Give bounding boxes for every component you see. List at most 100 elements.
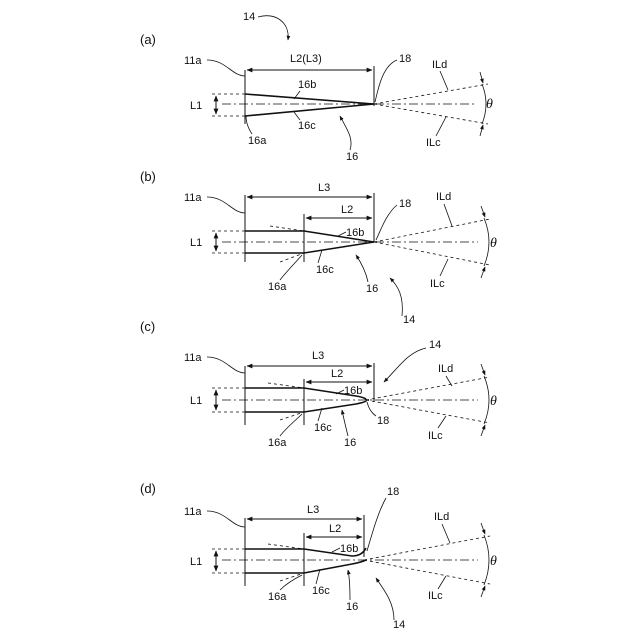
label-angle: θ <box>486 97 493 112</box>
label-upper-edge: 16b <box>346 227 364 239</box>
label-corner: 16a <box>248 135 267 147</box>
panel-b: (b) 11a L3 L2 L1 θ 16b 16c <box>140 169 497 326</box>
label-face: 11a <box>184 55 202 67</box>
assembly-arrow <box>258 16 288 40</box>
body-arrow <box>340 116 351 150</box>
ray-upper <box>374 219 490 242</box>
label-angle: θ <box>490 236 497 251</box>
edge-lower <box>304 560 366 573</box>
label-tip: 18 <box>399 198 411 210</box>
label-span-inner: L2 <box>341 204 353 216</box>
label-body: 16 <box>344 437 356 449</box>
label-ray-lower: ILc <box>430 278 445 290</box>
panel-d: (d) 11a L3 L2 L1 θ 16b 16c 16a <box>140 481 497 631</box>
label-width: L1 <box>190 395 202 407</box>
label-width: L1 <box>190 556 202 568</box>
label-span-inner: L2 <box>329 523 341 535</box>
edge-lower-extension <box>280 253 304 262</box>
angle-arc <box>484 376 489 424</box>
label-tip: 18 <box>399 53 411 65</box>
face-leader <box>207 357 245 373</box>
label-angle: θ <box>490 554 497 569</box>
label-span-outer: L3 <box>318 182 330 194</box>
label-assembly: 14 <box>429 339 441 351</box>
label-assembly: 14 <box>393 619 405 631</box>
label-width: L1 <box>190 100 202 112</box>
ray-lower <box>364 560 490 584</box>
body-arrow <box>342 410 348 436</box>
lower-edge-leader <box>294 112 300 120</box>
label-upper-edge: 16b <box>298 79 316 91</box>
body-arrow <box>356 255 368 282</box>
label-ray-upper: ILd <box>434 511 449 523</box>
label-ray-lower: ILc <box>428 430 443 442</box>
label-ray-lower: ILc <box>426 137 441 149</box>
panel-label: (b) <box>140 169 156 184</box>
ray-upper-leader <box>444 204 452 226</box>
label-face: 11a <box>184 352 202 364</box>
label-face: 11a <box>184 192 202 204</box>
edge-lower <box>304 401 366 412</box>
tip-leader <box>376 205 397 240</box>
label-assembly: 14 <box>243 11 255 23</box>
ray-upper <box>366 377 490 400</box>
ray-lower <box>374 104 488 124</box>
angle-arrow-top <box>480 72 483 83</box>
ray-lower-leader <box>438 416 446 428</box>
label-tip: 18 <box>377 415 389 427</box>
label-corner: 16a <box>268 281 287 293</box>
label-face: 11a <box>184 506 202 518</box>
label-span-inner: L2 <box>331 368 343 380</box>
corner-leader <box>280 255 302 280</box>
upper-edge-leader <box>338 232 346 236</box>
label-span-top: L2(L3) <box>290 53 322 65</box>
label-lower-edge: 16c <box>298 120 316 132</box>
edge-lower <box>304 242 374 253</box>
label-lower-edge: 16c <box>312 585 330 597</box>
body-arrow <box>348 570 350 600</box>
angle-arrow-bottom <box>481 425 485 436</box>
label-lower-edge: 16c <box>314 422 332 434</box>
edge-upper <box>245 94 374 104</box>
label-assembly: 14 <box>403 314 415 326</box>
assembly-arrow <box>390 278 402 316</box>
face-leader <box>207 197 245 213</box>
lower-edge-leader <box>318 250 322 263</box>
label-tip: 18 <box>387 486 399 498</box>
panel-a: (a) 14 11a L2(L3) L1 θ 16b 16c <box>140 11 493 163</box>
upper-edge-leader <box>332 548 340 552</box>
label-upper-edge: 16b <box>344 385 362 397</box>
label-span-outer: L3 <box>312 350 324 362</box>
angle-arrow-bottom <box>481 267 485 278</box>
angle-arrow-bottom <box>481 586 485 597</box>
angle-arrow-top <box>481 364 485 375</box>
tip-leader <box>367 498 386 551</box>
label-ray-lower: ILc <box>428 590 443 602</box>
panel-label: (d) <box>140 481 156 496</box>
label-ray-upper: ILd <box>436 191 451 203</box>
tip-leader <box>375 60 397 102</box>
label-ray-upper: ILd <box>438 363 453 375</box>
angle-arc <box>484 535 489 585</box>
tip-leader <box>367 402 376 416</box>
ray-upper-leader <box>440 71 448 90</box>
corner-leader <box>246 116 252 134</box>
ray-upper <box>374 84 488 104</box>
panel-label: (a) <box>140 32 156 47</box>
ray-lower-leader <box>440 259 448 276</box>
label-lower-edge: 16c <box>316 264 334 276</box>
corner-leader <box>280 575 302 590</box>
label-corner: 16a <box>268 591 287 603</box>
edge-lower <box>245 104 374 116</box>
assembly-arrow <box>384 348 426 382</box>
angle-arrow-top <box>481 523 485 534</box>
label-span-outer: L3 <box>307 504 319 516</box>
ray-upper <box>364 536 490 560</box>
angle-arrow-top <box>481 206 485 217</box>
edge-lower-extension <box>280 573 304 581</box>
panel-c: (c) 11a L3 L2 L1 θ 16b 16c 16a <box>140 319 497 449</box>
label-body: 16 <box>346 151 358 163</box>
label-upper-edge: 16b <box>340 543 358 555</box>
ray-lower-leader <box>438 576 446 589</box>
